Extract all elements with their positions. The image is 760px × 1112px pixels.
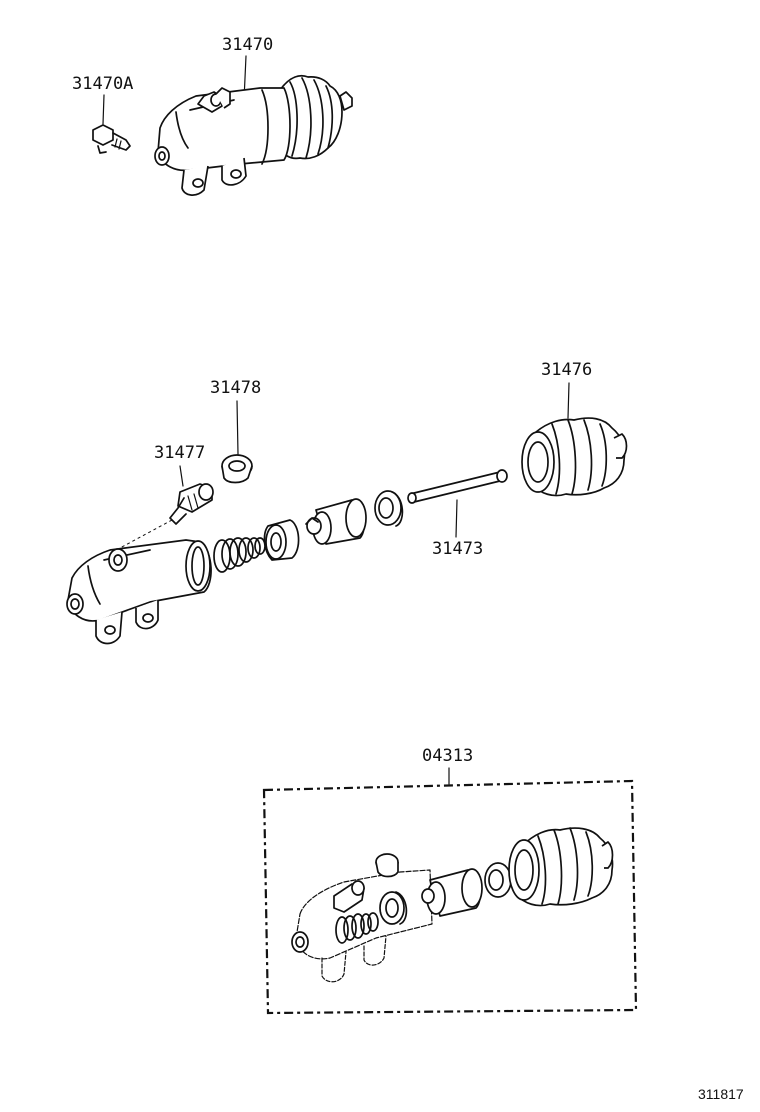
exploded-view: 31478 31477 31476 31473 — [66, 360, 628, 645]
diagram-code: 311817 — [698, 1086, 744, 1102]
cylinder-body-exploded-icon — [66, 539, 212, 645]
kit-spring-icon — [335, 912, 379, 944]
kit-cap-icon — [375, 853, 399, 878]
spring-icon — [213, 537, 266, 573]
repair-kit: 04313 — [262, 746, 638, 1015]
part-label-31478: 31478 — [210, 378, 261, 398]
kit-piston-icon — [421, 868, 483, 917]
bleeder-plug-exploded-icon — [169, 483, 214, 525]
cylinder-body-icon — [154, 87, 291, 196]
bleeder-cap-icon — [221, 454, 253, 484]
part-label-31476: 31476 — [541, 360, 592, 380]
part-label-31473: 31473 — [432, 539, 483, 559]
part-label-04313: 04313 — [422, 746, 473, 766]
bleeder-plug-icon — [92, 124, 131, 154]
boot-icon — [521, 417, 628, 497]
part-label-31477: 31477 — [154, 443, 205, 463]
kit-boot-icon — [508, 827, 614, 907]
kit-body-icon — [291, 869, 433, 983]
kit-front-seal-icon — [484, 862, 512, 898]
part-label-31470A: 31470A — [72, 74, 133, 94]
release-cylinder-assembly: 31470 31470A — [72, 35, 353, 196]
kit-seal-icon — [379, 891, 408, 925]
push-rod-icon — [407, 469, 508, 504]
boot-assembled-icon — [277, 74, 353, 160]
part-label-31470: 31470 — [222, 35, 273, 55]
kit-bleeder-icon — [333, 880, 365, 913]
kit-dashed-outline — [262, 779, 638, 1015]
piston-icon — [305, 498, 367, 545]
piston-seal-icon — [374, 490, 404, 527]
cup-seal-icon — [263, 519, 300, 561]
